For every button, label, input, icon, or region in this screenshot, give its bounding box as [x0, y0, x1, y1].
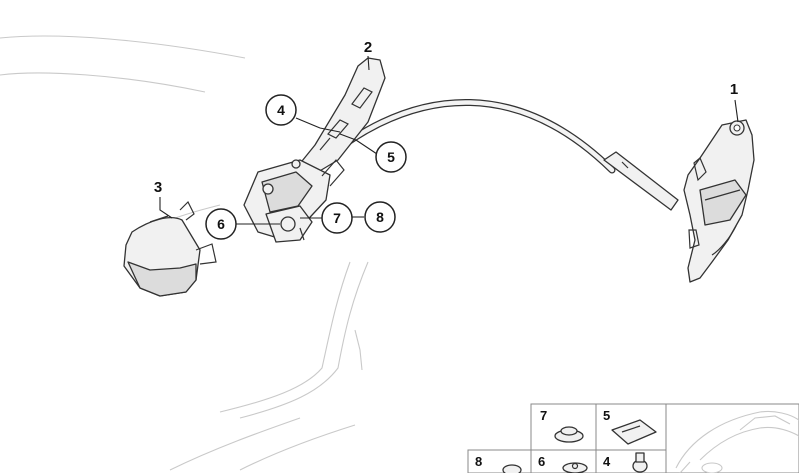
svg-text:2: 2: [364, 39, 372, 56]
car-thumbnail: [675, 410, 799, 473]
svg-text:4: 4: [277, 102, 285, 118]
svg-text:6: 6: [217, 216, 225, 232]
legend-cell-7: 7: [540, 408, 584, 443]
callout-8: 8: [364, 201, 396, 233]
svg-text:8: 8: [376, 209, 384, 225]
svg-text:6: 6: [538, 454, 545, 469]
small-parts-legend: 7 5 8 6 4: [467, 403, 799, 473]
leader-lines: [159, 55, 739, 225]
callout-1: 1: [730, 81, 738, 98]
legend-cell-8: 8: [475, 454, 522, 473]
callout-3: 3: [154, 179, 162, 196]
legend-cell-5: 5: [603, 408, 657, 445]
svg-text:1: 1: [730, 81, 738, 98]
callout-2: 2: [364, 39, 372, 56]
callout-7: 7: [321, 202, 353, 234]
callout-5: 5: [375, 141, 407, 173]
svg-text:3: 3: [154, 179, 162, 196]
part-1-actuator: [683, 119, 755, 283]
svg-text:7: 7: [333, 210, 341, 226]
svg-text:7: 7: [540, 408, 547, 423]
cable: [326, 98, 679, 211]
callout-4: 4: [265, 94, 297, 126]
legend-cell-4: 4: [603, 452, 648, 473]
legend-cell-6: 6: [538, 454, 588, 473]
svg-text:8: 8: [475, 454, 482, 469]
callout-6: 6: [205, 208, 237, 240]
part-2-hinge-arm: [297, 57, 386, 173]
svg-text:5: 5: [603, 408, 610, 423]
svg-text:5: 5: [387, 149, 395, 165]
part-3-cover-cap: [123, 200, 217, 297]
svg-text:4: 4: [603, 454, 611, 469]
